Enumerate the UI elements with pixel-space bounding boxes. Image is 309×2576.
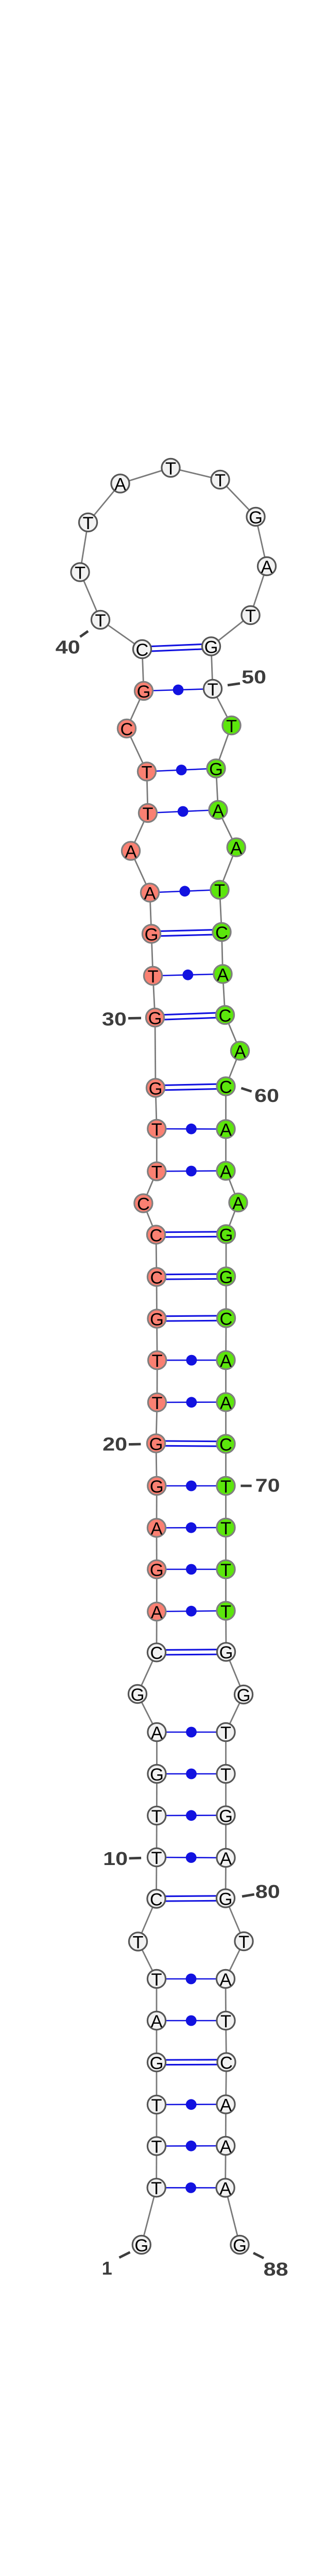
svg-text:30: 30 <box>102 1009 127 1030</box>
svg-text:C: C <box>150 1890 163 1909</box>
svg-text:T: T <box>142 804 153 824</box>
svg-text:A: A <box>220 1351 232 1371</box>
svg-text:G: G <box>150 1310 164 1329</box>
svg-text:G: G <box>209 759 223 779</box>
svg-text:A: A <box>212 801 224 821</box>
svg-text:G: G <box>150 2054 164 2073</box>
svg-text:G: G <box>233 2236 247 2256</box>
svg-text:C: C <box>150 1268 163 1287</box>
svg-text:A: A <box>220 1162 232 1181</box>
svg-text:T: T <box>226 717 237 736</box>
svg-text:G: G <box>219 1806 233 1826</box>
svg-text:G: G <box>149 1434 163 1454</box>
svg-text:T: T <box>132 1933 143 1952</box>
svg-text:88: 88 <box>264 2259 288 2280</box>
svg-text:C: C <box>220 1309 233 1329</box>
svg-text:T: T <box>151 1807 162 1826</box>
svg-text:G: G <box>148 1009 162 1028</box>
svg-text:T: T <box>75 563 85 583</box>
svg-text:A: A <box>220 1393 232 1413</box>
svg-text:A: A <box>151 1603 163 1622</box>
svg-text:10: 10 <box>103 1848 128 1869</box>
svg-text:C: C <box>121 720 133 739</box>
svg-text:T: T <box>207 680 218 700</box>
svg-text:G: G <box>219 1643 233 1663</box>
svg-text:T: T <box>220 1561 231 1580</box>
svg-text:C: C <box>219 1435 232 1454</box>
svg-text:G: G <box>219 1889 233 1909</box>
svg-text:G: G <box>249 508 263 528</box>
svg-text:G: G <box>150 1561 164 1580</box>
svg-text:T: T <box>152 1351 163 1371</box>
svg-text:G: G <box>219 1225 233 1245</box>
svg-text:T: T <box>220 2012 231 2031</box>
svg-text:G: G <box>149 1079 163 1098</box>
svg-text:A: A <box>151 1723 163 1743</box>
svg-text:T: T <box>151 2137 162 2157</box>
svg-text:C: C <box>219 1006 232 1026</box>
svg-text:A: A <box>261 557 272 577</box>
svg-text:A: A <box>219 2179 231 2198</box>
svg-text:T: T <box>220 1519 231 1538</box>
svg-text:T: T <box>238 1933 249 1952</box>
svg-text:G: G <box>204 637 218 657</box>
svg-text:T: T <box>82 514 93 533</box>
svg-text:T: T <box>151 1970 162 1990</box>
svg-text:G: G <box>150 1765 164 1785</box>
svg-text:T: T <box>95 611 106 631</box>
svg-text:C: C <box>150 1226 163 1245</box>
svg-text:G: G <box>237 1686 251 1705</box>
svg-text:A: A <box>220 1849 232 1869</box>
svg-text:T: T <box>147 967 158 987</box>
svg-text:A: A <box>144 884 156 903</box>
svg-text:G: G <box>219 1267 233 1287</box>
svg-text:C: C <box>150 1643 163 1663</box>
svg-text:C: C <box>219 1077 232 1097</box>
svg-text:G: G <box>134 2236 148 2256</box>
svg-text:T: T <box>165 459 176 479</box>
svg-text:C: C <box>137 1194 150 1214</box>
svg-text:60: 60 <box>254 1085 279 1106</box>
svg-text:A: A <box>114 474 126 494</box>
svg-text:C: C <box>220 2053 233 2073</box>
svg-text:T: T <box>220 1723 231 1743</box>
svg-text:A: A <box>150 2012 162 2031</box>
svg-text:A: A <box>150 1519 162 1538</box>
svg-text:A: A <box>230 838 242 858</box>
svg-text:70: 70 <box>255 1475 280 1496</box>
svg-text:C: C <box>215 923 228 943</box>
svg-text:50: 50 <box>242 667 266 688</box>
svg-text:T: T <box>141 762 152 782</box>
svg-text:T: T <box>220 1477 231 1497</box>
svg-text:G: G <box>137 682 151 702</box>
svg-text:1: 1 <box>102 2258 112 2279</box>
svg-text:G: G <box>150 1477 164 1497</box>
svg-text:A: A <box>220 1120 232 1140</box>
svg-text:T: T <box>245 606 256 626</box>
svg-text:80: 80 <box>255 1881 280 1902</box>
svg-text:T: T <box>151 2096 162 2115</box>
svg-text:A: A <box>234 1042 246 1061</box>
svg-text:T: T <box>151 1120 162 1140</box>
svg-text:G: G <box>145 925 159 944</box>
svg-text:A: A <box>125 842 136 861</box>
svg-text:T: T <box>220 1765 231 1785</box>
svg-text:T: T <box>151 1394 162 1413</box>
svg-text:A: A <box>220 2095 232 2115</box>
svg-text:A: A <box>217 965 229 985</box>
svg-text:T: T <box>214 881 225 901</box>
svg-text:T: T <box>151 2179 162 2198</box>
svg-text:T: T <box>215 471 226 490</box>
svg-text:T: T <box>220 1602 231 1621</box>
svg-text:40: 40 <box>56 636 80 657</box>
svg-text:T: T <box>151 1162 162 1182</box>
svg-text:A: A <box>219 1970 231 1990</box>
svg-text:T: T <box>151 1849 162 1868</box>
svg-text:A: A <box>232 1194 244 1213</box>
svg-text:G: G <box>131 1685 145 1705</box>
svg-text:C: C <box>136 640 149 660</box>
svg-text:20: 20 <box>102 1434 127 1455</box>
svg-text:A: A <box>220 2137 232 2157</box>
